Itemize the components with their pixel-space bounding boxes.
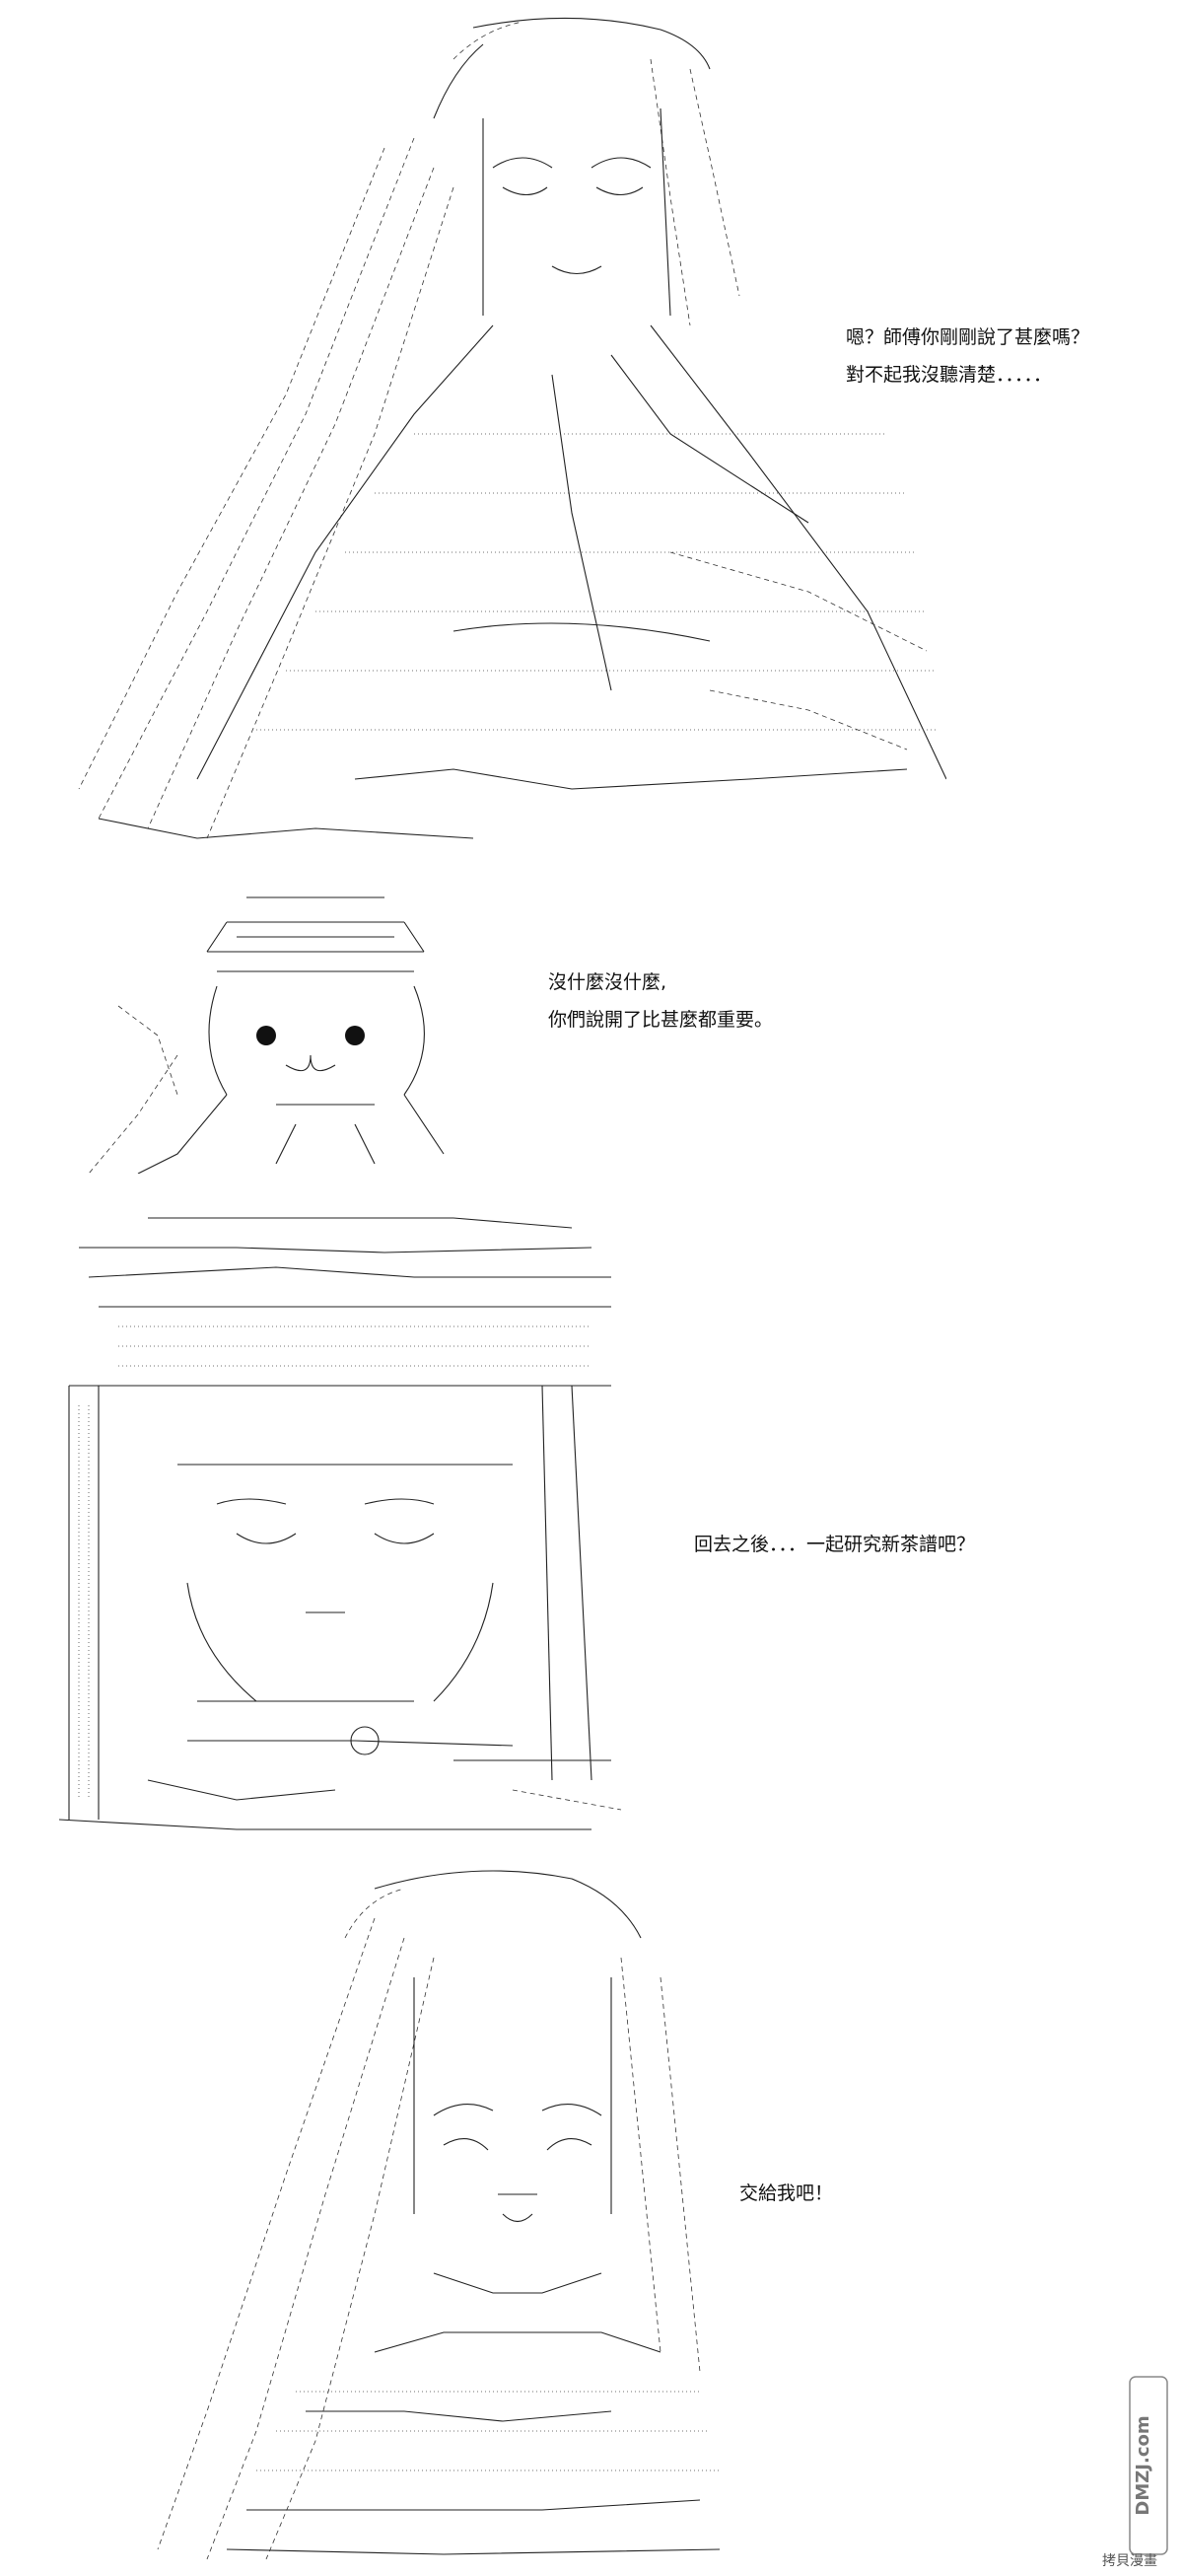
panel-3: 回去之後．．．一起研究新茶譜吧？ (0, 1208, 1183, 1849)
panel-4-dialogue: 交給我吧！ (739, 2175, 833, 2212)
dialogue-line: 你們說開了比甚麼都重要。 (548, 1009, 774, 1031)
panel-1-dialogue: 嗯？師傅你剛剛說了甚麼嗎？ 對不起我沒聽清楚．．．．． (846, 319, 1089, 394)
panel-1-ascii-art-girl-long-hair (78, 17, 946, 839)
panel-2-dialogue: 沒什麼沒什麼, 你們說開了比甚麼都重要。 (548, 964, 773, 1038)
dialogue-line: 對不起我沒聽清楚．．．．． (846, 364, 1053, 386)
panel-3-dialogue: 回去之後．．．一起研究新茶譜吧？ (694, 1526, 975, 1563)
panel-1: 嗯？師傅你剛剛說了甚麼嗎？ 對不起我沒聽清楚．．．．． (0, 0, 1183, 868)
dmzj-logo-text: DMZJ.com (1133, 2415, 1153, 2515)
dialogue-line: 回去之後．．．一起研究新茶譜吧？ (694, 1534, 976, 1555)
watermark-credit: 拷貝漫畫 (1102, 2553, 1157, 2569)
dialogue-line: 沒什麼沒什麼, (548, 971, 667, 993)
dialogue-line: 交給我吧！ (739, 2182, 834, 2204)
panel-3-ascii-art-girl-with-ornaments (58, 1217, 622, 1830)
panel-4-ascii-art-girl-smiling (157, 1870, 721, 2560)
dialogue-line: 嗯？師傅你剛剛說了甚麼嗎？ (846, 326, 1090, 348)
panel-2: 沒什麼沒什麼, 你們說開了比甚麼都重要。 (0, 868, 1183, 1183)
panel-2-ascii-art-chubby-character-with-hat (88, 896, 445, 1174)
dmzj-logo-watermark: DMZJ.com (1129, 2376, 1168, 2555)
panel-4: 交給我吧！ (0, 1859, 1183, 2576)
